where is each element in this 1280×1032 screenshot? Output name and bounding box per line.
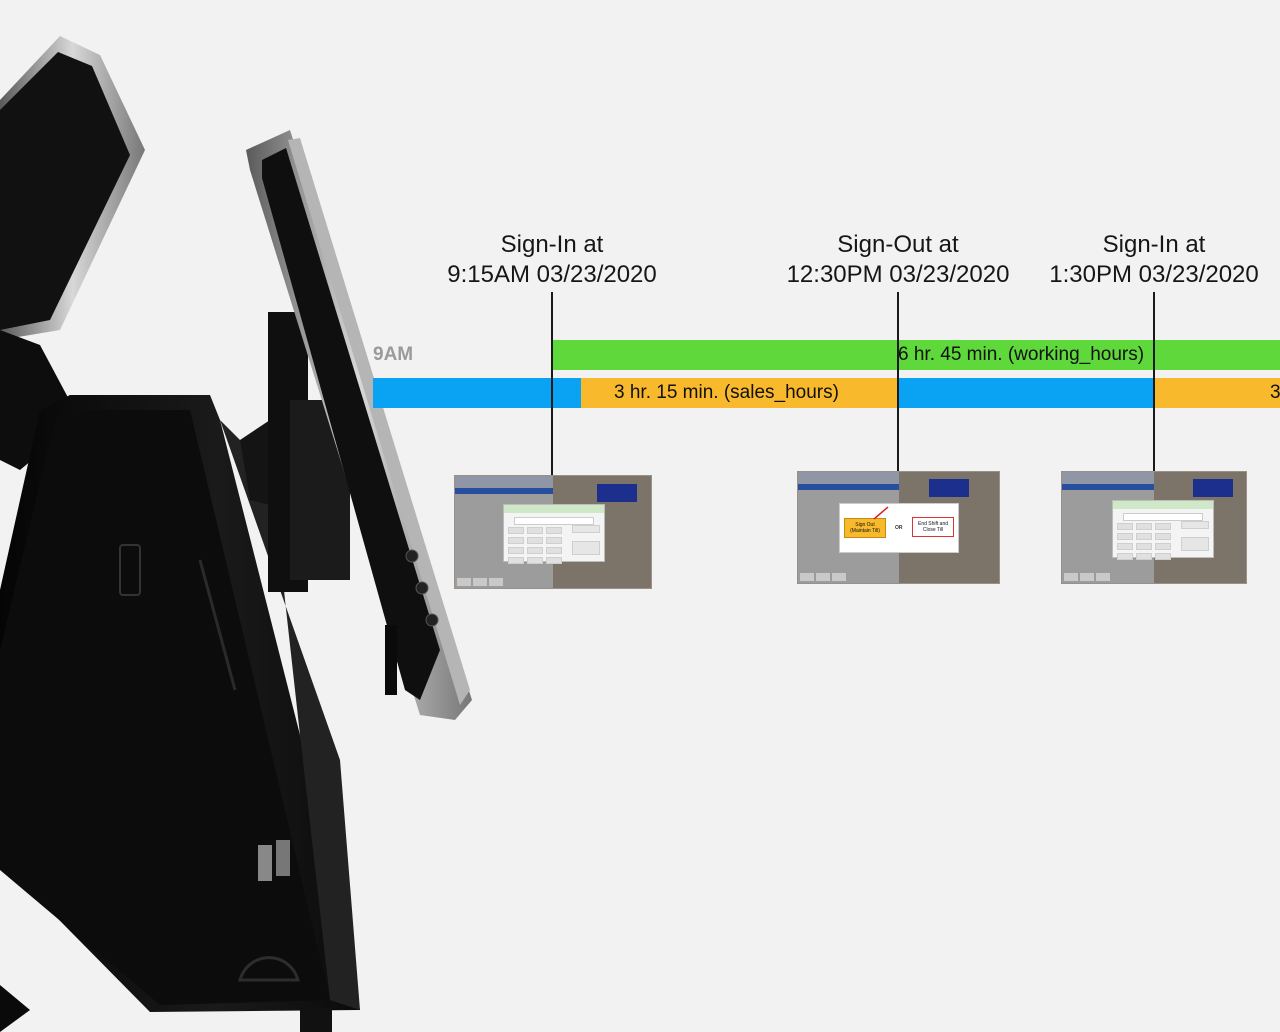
terminal-base [0,395,360,1032]
event-label-1: Sign-In at 9:15AM 03/23/2020 [447,230,657,290]
pos-terminal-illustration [0,36,472,1032]
or-separator: OR [895,525,903,531]
navy-button [929,479,969,497]
arrow-icon [873,506,889,520]
event-time: 12:30PM 03/23/2020 [786,261,1010,288]
event-label-2: Sign-Out at 12:30PM 03/23/2020 [787,230,1010,290]
timeline-start-label: 9AM [373,344,414,365]
navy-button [1193,479,1233,497]
keypad-dialog [1112,500,1214,560]
working-hours-label: 6 hr. 45 min. (working_hours) [898,344,1145,365]
event-title: Sign-In at [1102,231,1206,258]
signout-screen-thumbnail: Sign Out (Maintain Till) OR End Shift an… [797,471,1000,584]
event-line-1 [551,292,553,475]
signout-dialog: Sign Out (Maintain Till) OR End Shift an… [839,503,959,553]
event-time: 9:15AM 03/23/2020 [447,261,657,288]
event-time: 1:30PM 03/23/2020 [1049,261,1259,288]
front-monitor [246,130,472,720]
event-title: Sign-Out at [837,231,959,258]
sales-hours-label: 3 hr. 15 min. (sales_hours) [614,382,839,403]
sales-hours-bar: 3 hr. 15 min. (sales_hours) [581,378,898,408]
event-line-3 [1153,292,1155,473]
navy-button [597,484,637,502]
sales-hours-bar-continued: 3 [1155,378,1280,408]
end-shift-close-till-button: End Shift and Close Till [912,517,954,537]
sign-out-maintain-till-button: Sign Out (Maintain Till) [844,518,886,538]
working-hours-bar: 6 hr. 45 min. (working_hours) [553,340,1280,370]
signin-screen-thumbnail-1 [454,475,652,589]
keypad-dialog [503,504,605,564]
event-line-2 [897,292,899,472]
signin-screen-thumbnail-2 [1061,471,1247,584]
event-label-3: Sign-In at 1:30PM 03/23/2020 [1049,230,1259,290]
event-title: Sign-In at [500,231,604,258]
sales-hours-label-cut: 3 [1270,382,1280,403]
